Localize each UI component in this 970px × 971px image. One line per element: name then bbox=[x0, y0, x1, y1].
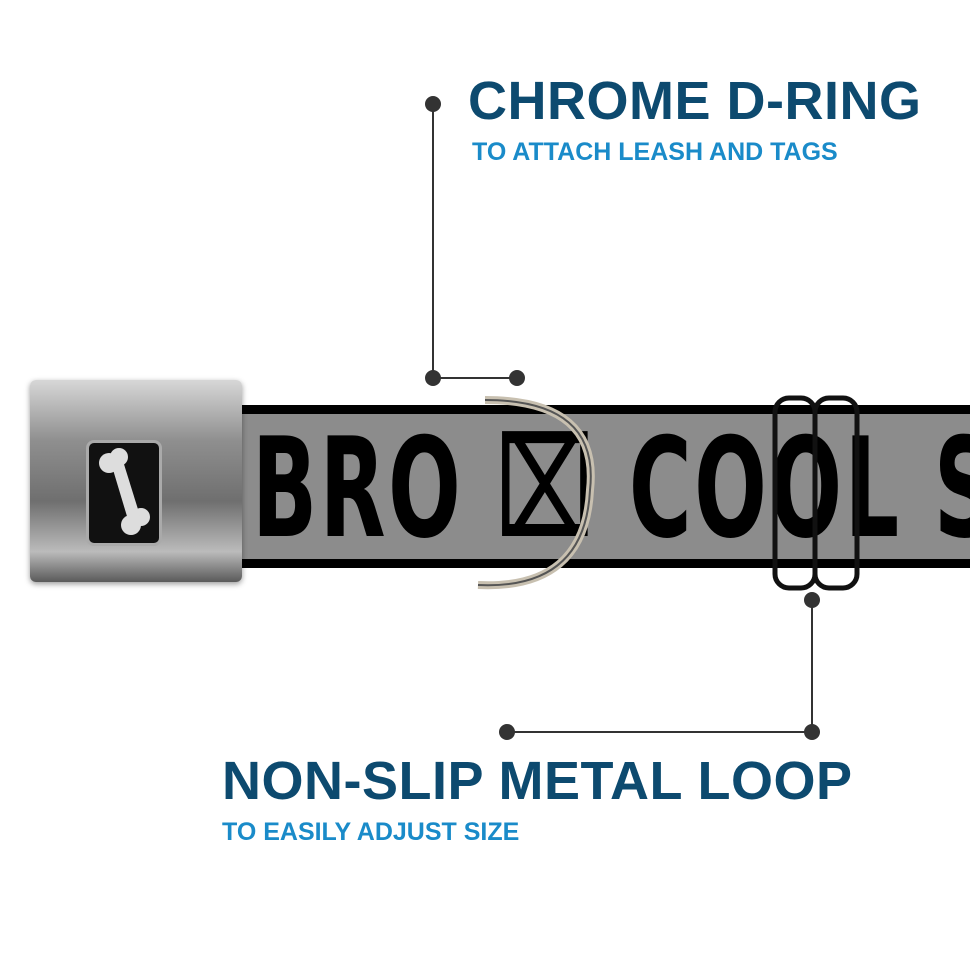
leader-dot bbox=[425, 370, 441, 386]
strap-print-text: BRO ⌧ COOL S bbox=[252, 408, 970, 568]
d-ring-leader-line bbox=[432, 104, 517, 379]
d-ring-callout-title: CHROME D-RING bbox=[468, 71, 922, 131]
loop-leader-line bbox=[507, 600, 813, 733]
loop-callout-title: NON-SLIP METAL LOOP bbox=[222, 751, 853, 811]
leader-dot bbox=[509, 370, 525, 386]
buckle-logo-badge bbox=[86, 440, 162, 546]
metal-loop bbox=[772, 395, 818, 591]
d-ring-callout-subtitle: TO ATTACH LEASH AND TAGS bbox=[472, 138, 838, 166]
leader-dot bbox=[804, 592, 820, 608]
leader-dot bbox=[804, 724, 820, 740]
leader-dot bbox=[499, 724, 515, 740]
leader-dot bbox=[425, 96, 441, 112]
loop-callout-subtitle: TO EASILY ADJUST SIZE bbox=[222, 818, 520, 846]
bone-icon bbox=[99, 448, 150, 535]
collar-strap: BRO ⌧ COOL S bbox=[240, 405, 970, 568]
